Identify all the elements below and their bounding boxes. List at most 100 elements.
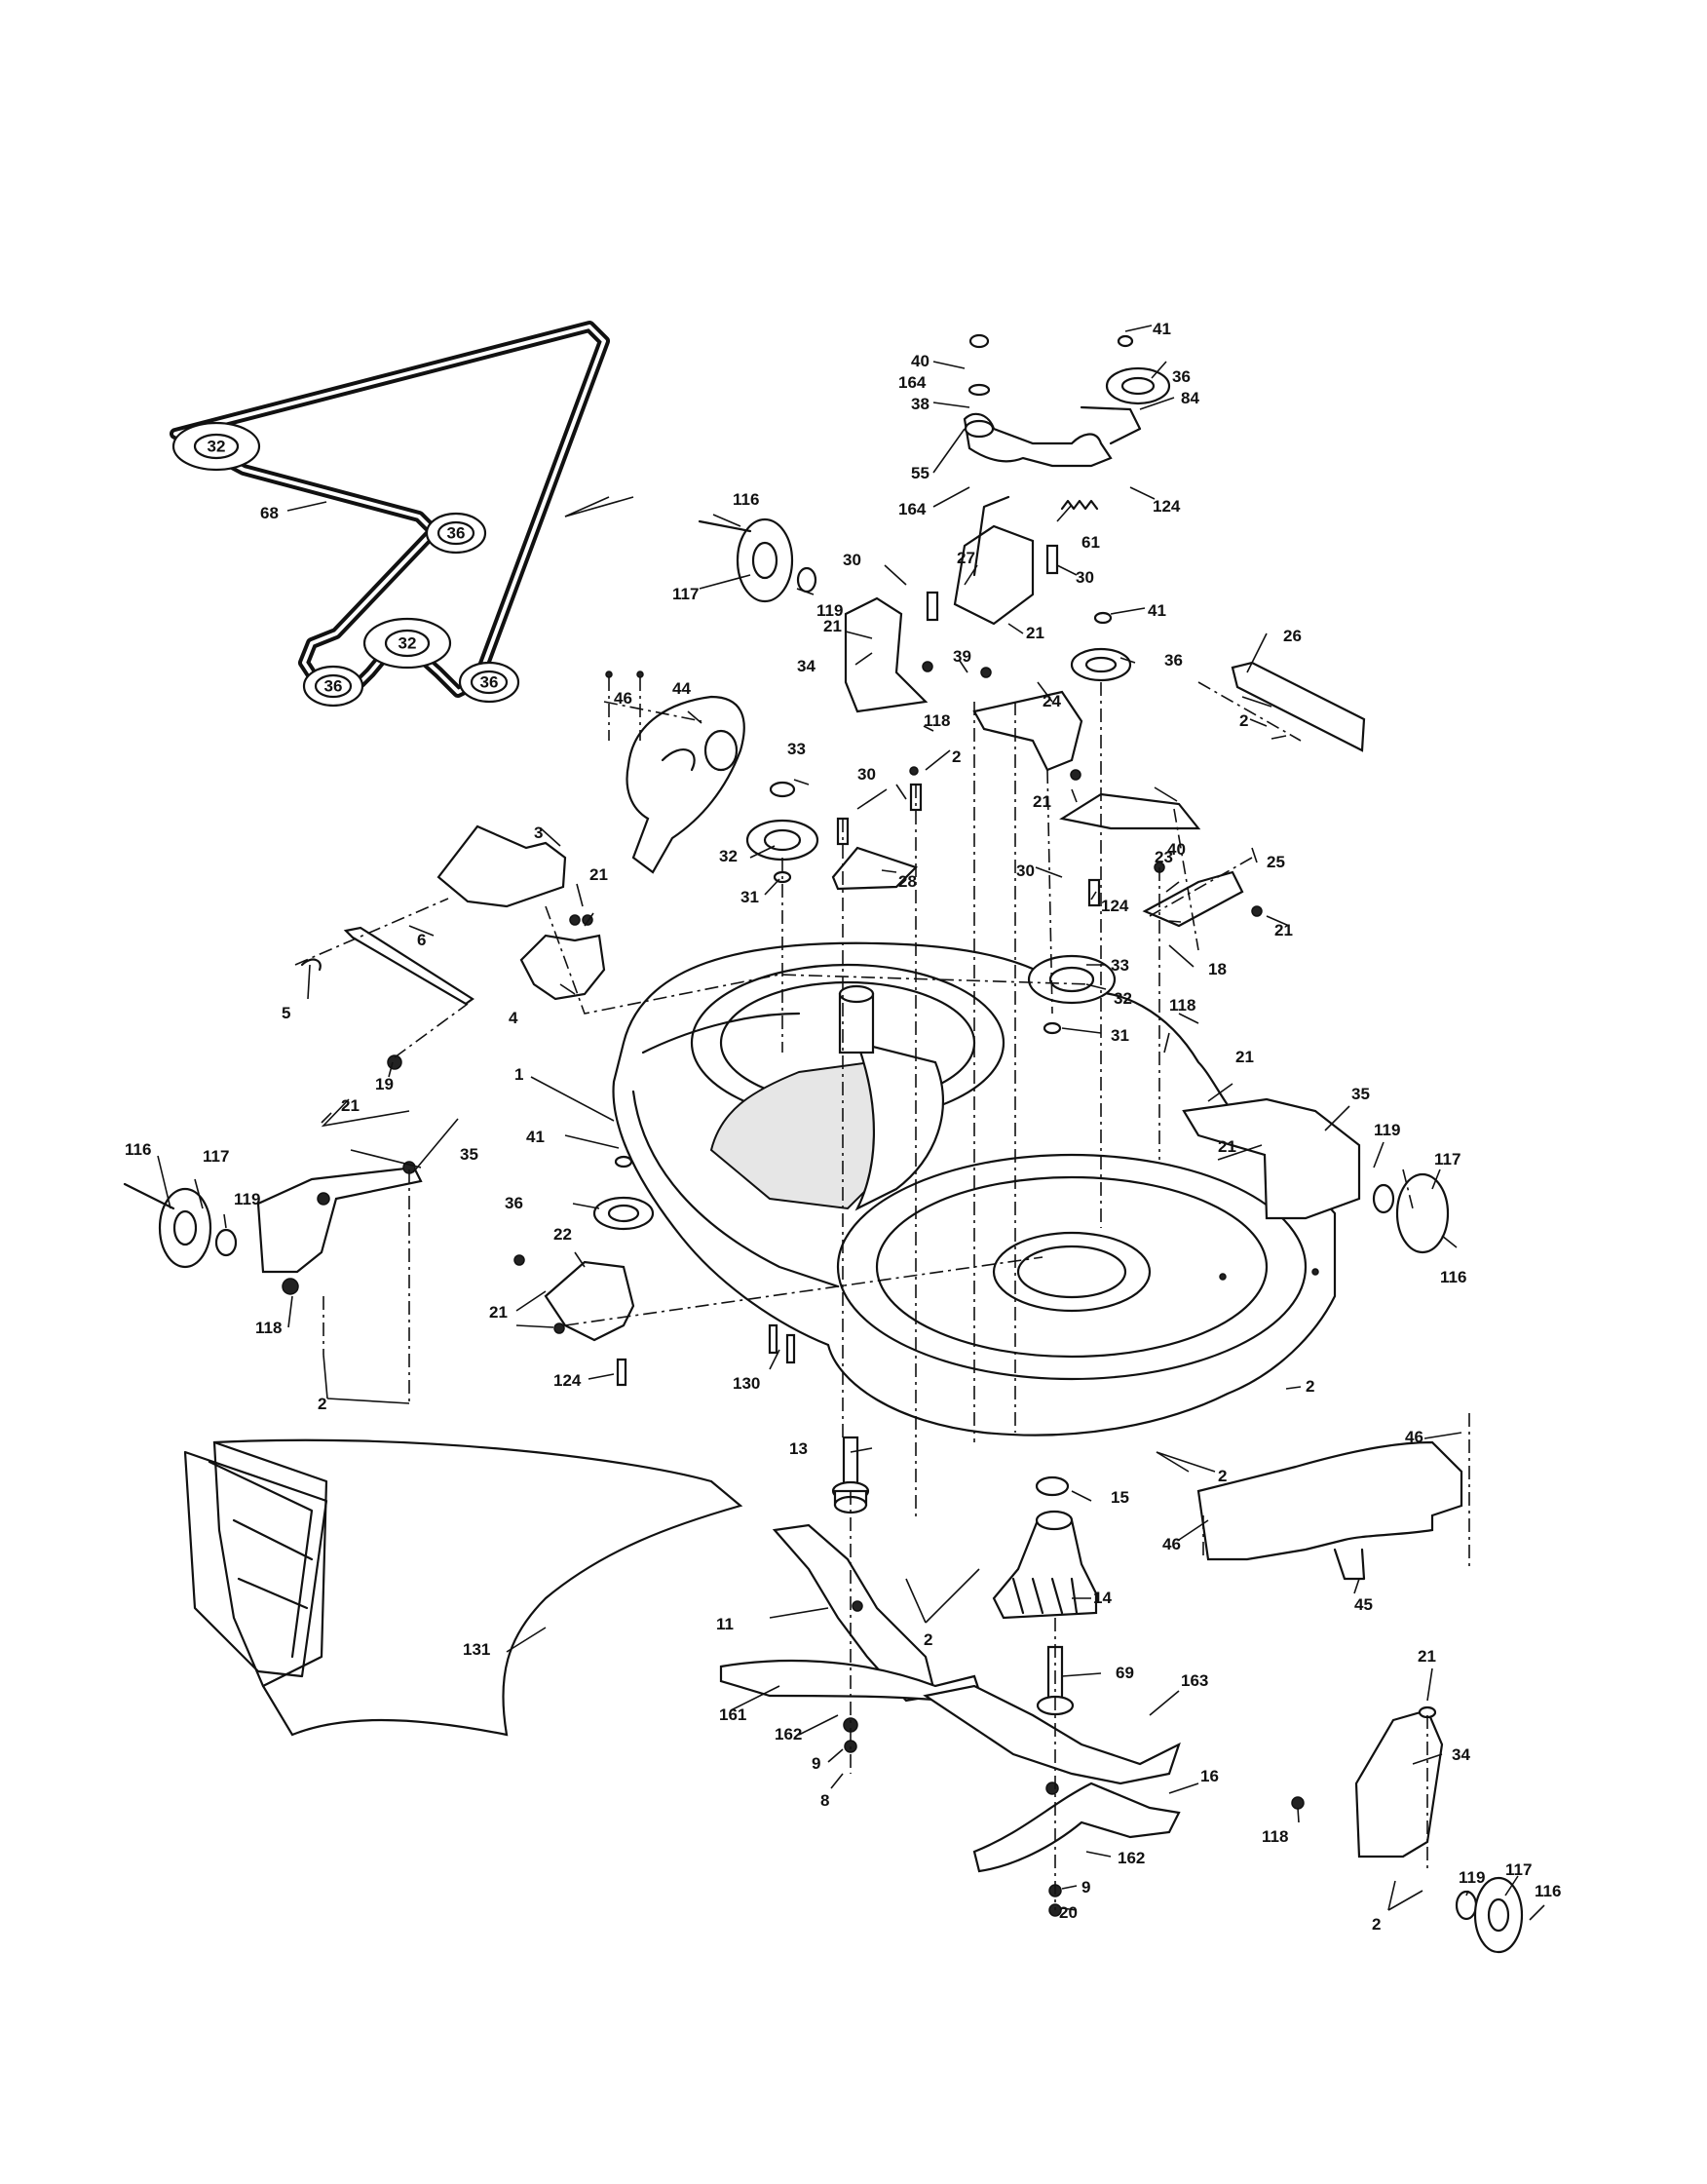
callout-label: 162 <box>1118 1849 1145 1867</box>
callout-label: 27 <box>957 549 975 567</box>
callout-label: 21 <box>1274 921 1293 939</box>
callout-label: 34 <box>797 657 816 675</box>
gauge-wheel-bottom-right <box>1291 1705 1524 1954</box>
callout-label: 11 <box>716 1615 734 1633</box>
belt-pulley: 36 <box>425 512 487 555</box>
callout-label: 116 <box>1440 1268 1466 1286</box>
callout-label: 31 <box>1111 1026 1129 1045</box>
belt-routing-inset: 32 36 32 36 36 <box>170 321 610 708</box>
callout-label: 36 <box>1164 651 1183 670</box>
callout-label: 164 <box>898 500 927 518</box>
callout-label: 46 <box>1405 1428 1423 1446</box>
callout-label: 118 <box>1262 1827 1288 1846</box>
mower-deck-housing <box>612 941 1337 1437</box>
callout-label: 35 <box>1351 1085 1370 1103</box>
callout-label: 124 <box>1101 897 1129 915</box>
callout-label: 38 <box>911 395 929 413</box>
callout-label: 41 <box>1148 601 1166 620</box>
callout-label: 119 <box>234 1190 260 1208</box>
callout-label: 9 <box>1081 1878 1090 1897</box>
callout-label: 69 <box>1116 1664 1134 1682</box>
belt-pulley-label: 36 <box>480 672 499 691</box>
gauge-wheel-left <box>123 1161 423 1295</box>
spindle-housing-center <box>992 1475 1098 1716</box>
callout-label: 21 <box>489 1303 508 1322</box>
callout-label: 34 <box>1452 1745 1470 1764</box>
callout-label: 20 <box>1059 1903 1078 1922</box>
callout-label: 2 <box>318 1395 326 1413</box>
callout-label: 116 <box>125 1140 151 1159</box>
callout-label: 41 <box>526 1128 545 1146</box>
right-side-brackets <box>1059 661 1366 928</box>
callout-label: 61 <box>1081 533 1100 552</box>
bracket-22 <box>513 1155 796 1387</box>
belt-pulley: 36 <box>458 661 520 704</box>
callout-label: 117 <box>672 585 699 603</box>
belt-pulley-label: 32 <box>208 437 226 455</box>
callout-label: 41 <box>1153 320 1171 338</box>
callout-label: 16 <box>1200 1767 1219 1785</box>
callout-label: 46 <box>1162 1535 1181 1553</box>
belt-pulley: 32 <box>171 421 261 472</box>
callout-label: 33 <box>787 740 806 758</box>
left-belt-guard <box>300 671 745 1070</box>
callout-label: 68 <box>260 504 279 522</box>
callout-label: 21 <box>1026 624 1044 642</box>
callout-label: 24 <box>1043 692 1061 710</box>
callout-label: 31 <box>740 888 759 906</box>
callout-label: 8 <box>820 1791 829 1810</box>
callout-label: 1 <box>514 1065 523 1084</box>
callout-label: 84 <box>1181 389 1199 407</box>
callout-label: 23 <box>1155 848 1173 866</box>
callout-label: 116 <box>1535 1882 1561 1900</box>
callout-label: 36 <box>505 1194 523 1212</box>
callout-label: 21 <box>1235 1048 1254 1066</box>
callout-label: 13 <box>789 1439 808 1458</box>
discharge-chute <box>183 1438 743 1737</box>
callout-label: 119 <box>1374 1121 1400 1139</box>
idler-arm-assembly <box>844 333 1171 772</box>
callout-label: 14 <box>1093 1589 1112 1607</box>
callout-label: 25 <box>1267 853 1285 871</box>
callout-label: 124 <box>553 1371 582 1390</box>
callout-label: 30 <box>1016 862 1035 880</box>
callout-label: 130 <box>733 1374 760 1393</box>
callout-label: 2 <box>924 1630 932 1649</box>
callout-label: 162 <box>775 1725 802 1743</box>
callout-label: 36 <box>1172 367 1191 386</box>
gauge-wheel-upper <box>698 517 817 603</box>
callout-label: 118 <box>924 711 950 730</box>
callout-numbers: 68 41 36 84 40 164 38 55 164 124 61 30 4… <box>125 320 1561 1934</box>
callout-label: 21 <box>1418 1647 1436 1666</box>
callout-label: 32 <box>719 847 738 865</box>
belt-pulley-label: 32 <box>398 633 417 652</box>
callout-label: 118 <box>255 1319 282 1337</box>
callout-label: 4 <box>509 1009 518 1027</box>
callout-label: 21 <box>341 1096 360 1115</box>
belt-pulley: 36 <box>302 665 364 708</box>
right-belt-guard <box>1196 1440 1463 1581</box>
callout-label: 32 <box>1114 989 1132 1008</box>
callout-label: 117 <box>1434 1150 1460 1169</box>
callout-label: 21 <box>823 617 842 635</box>
callout-label: 40 <box>911 352 929 370</box>
callout-label: 39 <box>953 647 971 666</box>
callout-label: 35 <box>460 1145 478 1164</box>
callout-label: 119 <box>1459 1868 1485 1887</box>
callout-label: 116 <box>733 490 759 509</box>
callout-label: 3 <box>534 824 543 842</box>
callout-label: 161 <box>719 1705 746 1724</box>
callout-label: 44 <box>672 679 691 698</box>
leader-lines <box>157 325 1545 1921</box>
blade-center <box>923 1684 1181 1917</box>
callout-label: 33 <box>1111 956 1129 975</box>
callout-label: 6 <box>417 931 426 949</box>
callout-label: 119 <box>816 601 843 620</box>
callout-label: 117 <box>203 1147 229 1166</box>
callout-label: 15 <box>1111 1488 1129 1507</box>
belt-pulley-label: 36 <box>324 676 343 695</box>
callout-label: 46 <box>614 689 632 708</box>
callout-label: 2 <box>952 747 961 766</box>
callout-label: 2 <box>1239 711 1248 730</box>
callout-label: 5 <box>282 1004 290 1022</box>
